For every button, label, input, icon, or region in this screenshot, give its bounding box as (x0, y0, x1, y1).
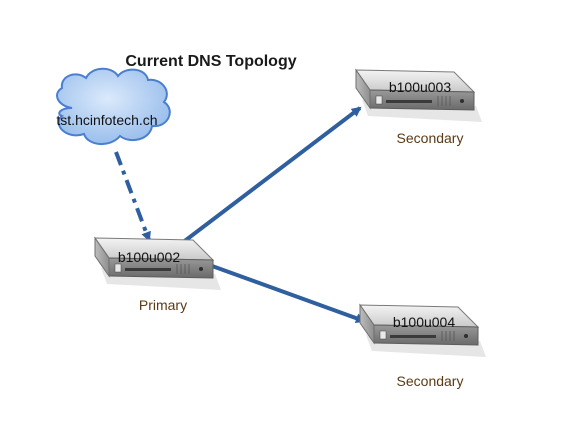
server-label-b100u003: b100u003 (389, 79, 452, 95)
server-icon (359, 304, 487, 358)
server-node-b100u003[interactable] (355, 69, 483, 123)
connector-b100u002-to-b100u003 (180, 106, 362, 245)
server-label-b100u004: b100u004 (393, 314, 456, 330)
connector-b100u002-to-b100u004 (189, 256, 366, 323)
server-label-b100u002: b100u002 (118, 249, 181, 265)
cloud-node[interactable]: tst.hcinfotech.ch (56, 67, 171, 145)
cloud-label: tst.hcinfotech.ch (56, 112, 157, 128)
server-role-b100u003: Secondary (397, 130, 464, 146)
connector-cloud-to-b100u002 (114, 151, 151, 242)
server-role-b100u004: Secondary (397, 373, 464, 389)
server-node-b100u004[interactable] (359, 304, 487, 358)
server-role-b100u002: Primary (139, 297, 187, 313)
server-icon (355, 69, 483, 123)
cloud-icon (56, 67, 171, 145)
diagram-title: Current DNS Topology (125, 53, 296, 70)
